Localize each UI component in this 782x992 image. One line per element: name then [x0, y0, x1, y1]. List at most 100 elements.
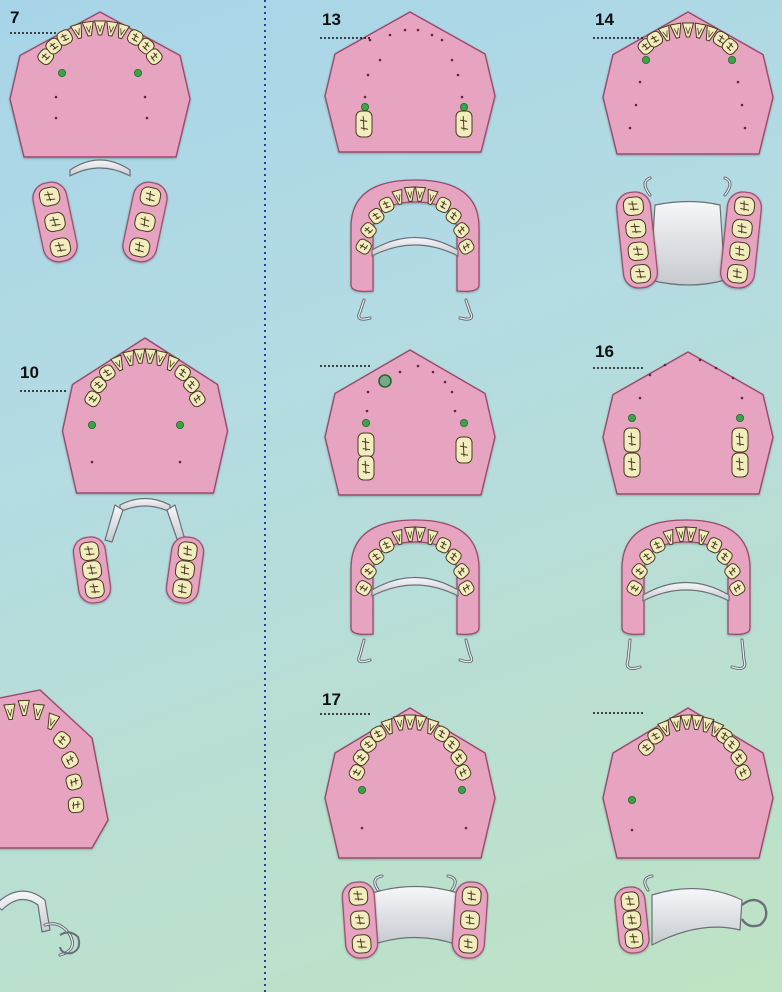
missing-tooth-marker [364, 96, 367, 99]
case-13-lower [351, 180, 479, 319]
tooth [350, 910, 370, 929]
posterior-segment [451, 881, 488, 959]
maxillary-cast [325, 350, 495, 495]
maxillary-cast [0, 690, 108, 848]
case-17-denture [341, 876, 488, 959]
posterior-segment [72, 535, 113, 605]
tooth [624, 453, 640, 477]
missing-tooth-marker [444, 381, 447, 384]
tooth [624, 929, 643, 949]
rest-seat [736, 414, 743, 421]
lingual-bar [372, 578, 458, 597]
svg-text:16: 16 [595, 342, 614, 361]
missing-tooth-marker [737, 81, 740, 84]
case-18-denture [614, 876, 767, 954]
case-14-upper [603, 12, 773, 154]
major-connector [120, 499, 170, 513]
svg-text:17: 17 [322, 690, 341, 709]
missing-tooth-marker [55, 117, 58, 120]
rest-seat [88, 421, 95, 428]
metal-framework [105, 505, 123, 542]
tooth [458, 934, 478, 953]
svg-text:10: 10 [20, 363, 39, 382]
label-case-17: 17 [320, 690, 370, 714]
case-15-lower [351, 520, 479, 662]
rest-seat [361, 103, 368, 110]
missing-tooth-marker [629, 127, 632, 130]
clasp-arm [460, 300, 472, 319]
missing-tooth-marker [639, 81, 642, 84]
tooth [456, 437, 472, 463]
missing-tooth-marker [699, 359, 702, 362]
svg-text:7: 7 [10, 8, 19, 27]
posterior-segment [614, 886, 651, 955]
tooth [622, 910, 641, 930]
major-connector [70, 160, 130, 176]
missing-tooth-marker [741, 397, 744, 400]
missing-tooth-marker [144, 96, 147, 99]
missing-tooth-marker [417, 365, 420, 368]
lingual-bar [643, 583, 729, 602]
svg-text:14: 14 [595, 10, 614, 29]
svg-text:13: 13 [322, 10, 341, 29]
palatal-plate [652, 889, 742, 945]
missing-tooth-marker [631, 829, 634, 832]
tooth [79, 541, 100, 561]
missing-tooth-marker [639, 397, 642, 400]
case-17-upper [325, 708, 495, 858]
missing-tooth-marker [389, 34, 392, 37]
rest-seat [628, 414, 635, 421]
rest-seat [176, 421, 183, 428]
missing-tooth-marker [454, 410, 457, 413]
missing-tooth-marker [55, 96, 58, 99]
tooth [177, 541, 198, 561]
tooth [460, 910, 480, 929]
rest-seat [728, 56, 735, 63]
posterior-segment [30, 179, 80, 264]
tooth [358, 456, 374, 480]
rest-seat [458, 786, 465, 793]
tooth [82, 560, 103, 580]
missing-tooth-marker [146, 117, 149, 120]
case-14-denture [615, 178, 763, 290]
missing-tooth-marker [417, 29, 420, 32]
missing-tooth-marker [741, 104, 744, 107]
missing-tooth-marker [432, 371, 435, 374]
missing-tooth-marker [361, 827, 364, 830]
tooth [356, 111, 372, 137]
missing-tooth-marker [451, 391, 454, 394]
missing-tooth-marker [179, 461, 182, 464]
tooth [734, 196, 755, 216]
missing-tooth-marker [664, 364, 667, 367]
maxillary-cast [63, 338, 228, 493]
missing-tooth-marker [366, 410, 369, 413]
tooth [462, 886, 482, 905]
case-16-upper [603, 352, 773, 494]
tooth [348, 886, 368, 905]
tooth [732, 453, 748, 477]
tooth [352, 934, 372, 953]
posterior-segment [615, 190, 659, 289]
label-case-13: 13 [320, 10, 370, 38]
lingual-plate [650, 202, 725, 286]
case-10-denture [72, 499, 206, 605]
missing-tooth-marker [369, 39, 372, 42]
missing-tooth-marker [379, 59, 382, 62]
tooth [731, 219, 752, 239]
tooth [624, 428, 640, 452]
metal-framework [167, 505, 185, 542]
missing-tooth-marker [635, 104, 638, 107]
clasp-ring [742, 900, 766, 926]
label-case-7: 7 [10, 8, 58, 33]
clasp-arm [460, 640, 472, 662]
tooth [625, 219, 646, 239]
missing-tooth-marker [441, 39, 444, 42]
case-18-upper [603, 708, 773, 858]
tooth [623, 196, 644, 216]
missing-tooth-marker [715, 367, 718, 370]
missing-tooth-marker [744, 127, 747, 130]
label-case-10: 10 [20, 363, 68, 391]
tooth [358, 433, 374, 457]
